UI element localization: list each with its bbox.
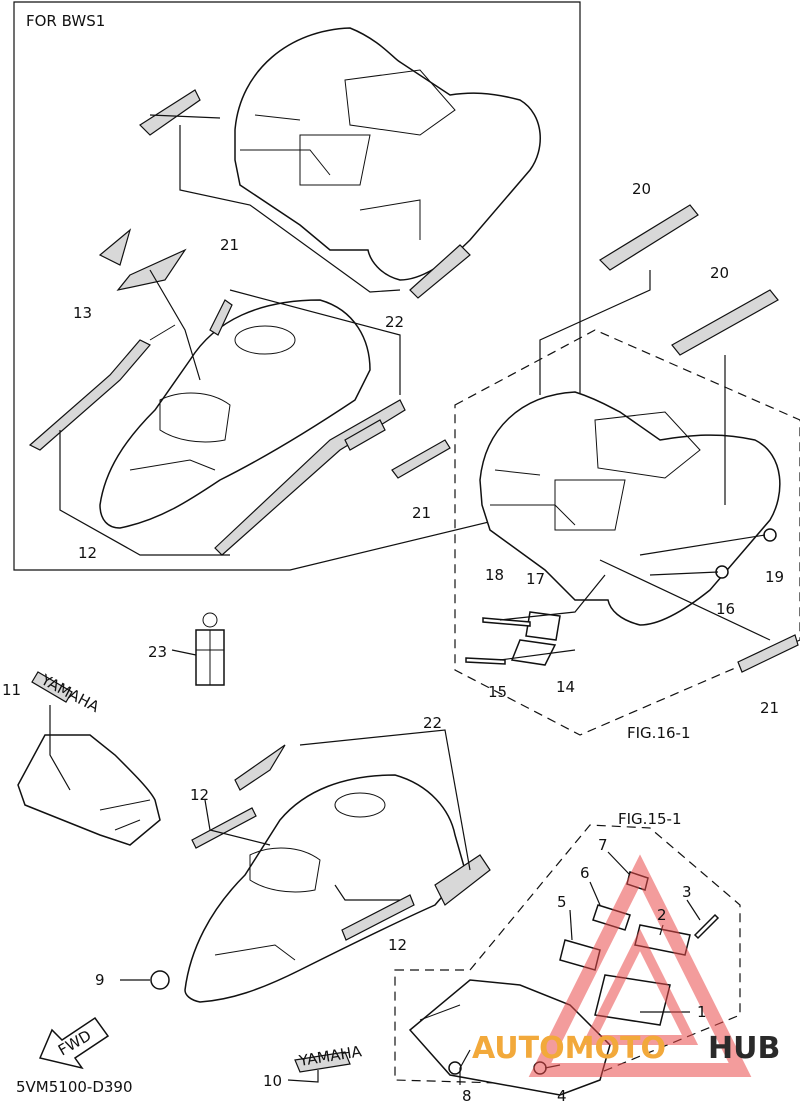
callout-14: 14 (556, 678, 575, 696)
decal-11 (31, 671, 73, 703)
callout-11: 11 (2, 681, 21, 699)
callout-22b: 22 (423, 714, 442, 732)
callout-12c: 12 (388, 936, 407, 954)
bws1-box (13, 1, 581, 571)
bws-side-decal-left (28, 339, 151, 451)
decal-21-left (391, 439, 451, 479)
callout-5: 5 (557, 893, 567, 911)
bolt-18 (482, 617, 531, 627)
watermark-logo: AUTOMOTO HUB (472, 854, 780, 1077)
callout-6: 6 (580, 864, 590, 882)
callout-7: 7 (598, 836, 608, 854)
callout-20a: 20 (632, 180, 651, 198)
svg-text:AUTOMOTO: AUTOMOTO (472, 1031, 666, 1066)
decal-22-top (234, 744, 286, 791)
callout-9: 9 (95, 971, 105, 989)
callout-4: 4 (557, 1087, 567, 1105)
decal-22-right (434, 854, 491, 906)
callout-2: 2 (657, 906, 667, 924)
bws1-label: FOR BWS1 (26, 12, 105, 30)
tag-23 (195, 612, 225, 686)
callout-12b: 12 (190, 786, 209, 804)
bolt-15 (465, 657, 506, 665)
fig15-box (394, 824, 741, 1086)
callout-23: 23 (148, 643, 167, 661)
front-fender-main (184, 774, 466, 1003)
decal-12-left (191, 807, 257, 849)
grommet-9 (150, 970, 170, 990)
callout-21c: 21 (760, 699, 779, 717)
fig16-box (454, 329, 800, 736)
fwd-arrow-icon: FWD (38, 1016, 110, 1070)
decal-20-top (599, 204, 699, 271)
callout-21b: 21 (412, 504, 431, 522)
callout-16: 16 (716, 600, 735, 618)
cover-11 (17, 734, 161, 846)
callout-15: 15 (488, 683, 507, 701)
callout-13: 13 (73, 304, 92, 322)
decal-12-lower (341, 894, 415, 941)
decal-20-right (671, 289, 779, 356)
bws-decal-21 (139, 89, 201, 136)
rear-fender-fig16 (479, 391, 781, 626)
svg-text:HUB: HUB (708, 1031, 780, 1066)
callout-12a: 12 (78, 544, 97, 562)
callout-8: 8 (462, 1087, 472, 1105)
decal-11-text: YAMAHA (37, 670, 103, 716)
front-fender-bws (99, 299, 371, 529)
callout-1: 1 (697, 1003, 707, 1021)
callout-10: 10 (263, 1072, 282, 1090)
callout-22a: 22 (385, 313, 404, 331)
callout-19: 19 (765, 568, 784, 586)
grommet-19 (763, 528, 777, 542)
bolt-3 (693, 913, 720, 940)
callout-21a: 21 (220, 236, 239, 254)
bws-decal-13 (116, 248, 187, 291)
decal-10 (294, 1051, 351, 1073)
callout-20b: 20 (710, 264, 729, 282)
decal-21-right (737, 634, 799, 673)
callout-17: 17 (526, 570, 545, 588)
callout-3: 3 (682, 883, 692, 901)
plate-14 (510, 639, 557, 666)
nut-8 (448, 1061, 462, 1075)
fig16-label: FIG.16-1 (627, 724, 691, 742)
rear-fender-bws (234, 27, 541, 299)
callout-18: 18 (485, 566, 504, 584)
fig15-label: FIG.15-1 (618, 810, 682, 828)
part-number: 5VM5100-D390 (16, 1078, 133, 1096)
